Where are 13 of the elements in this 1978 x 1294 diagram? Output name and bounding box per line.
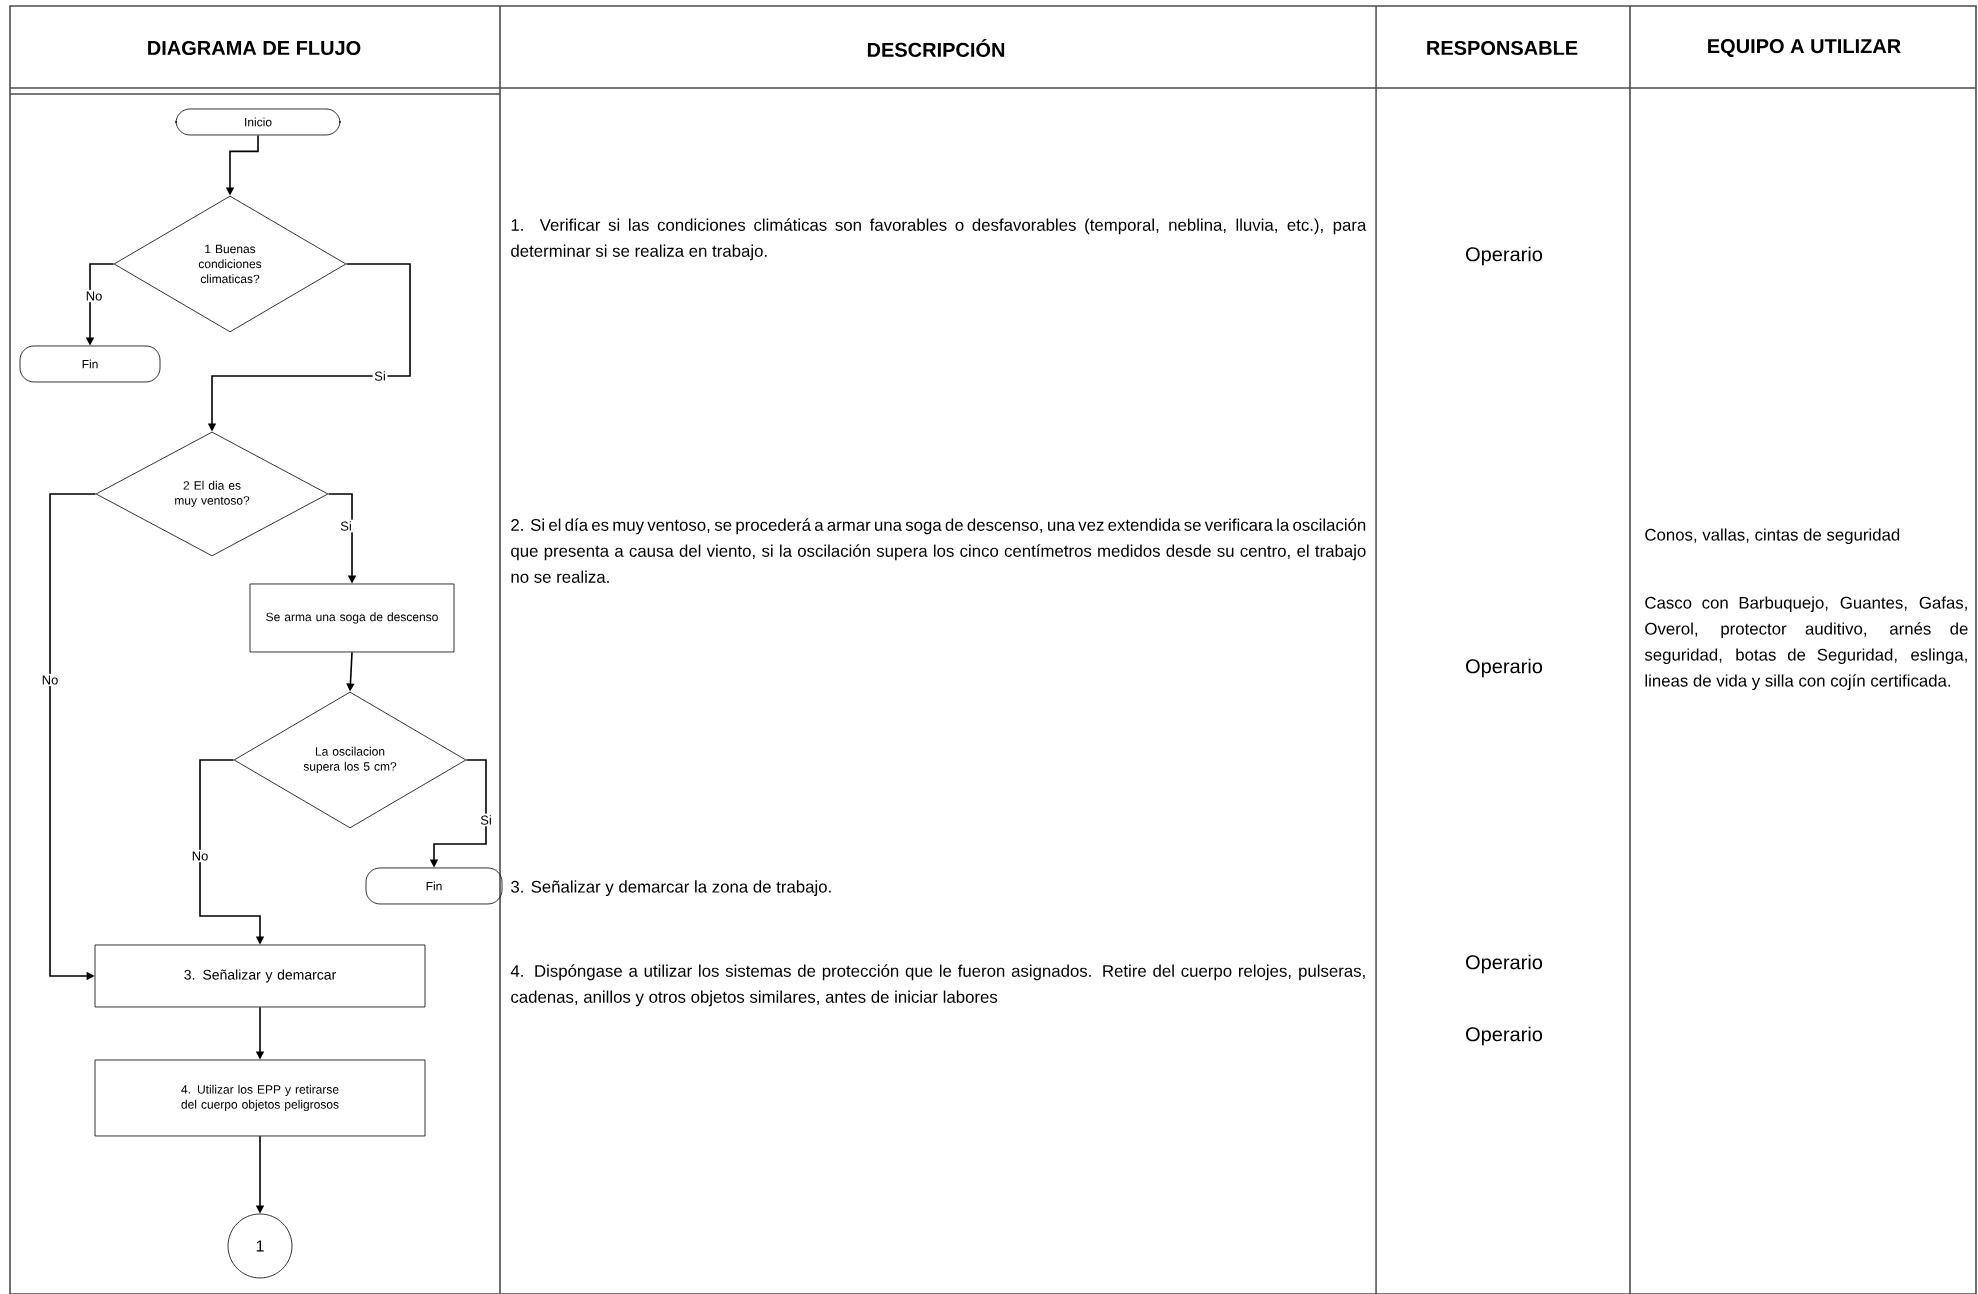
responsible-text: Operario <box>1466 246 1543 266</box>
responsible-text: Operario <box>1466 658 1543 678</box>
column-header: RESPONSABLE <box>1427 40 1578 56</box>
responsible-text: Operario <box>1466 1026 1543 1046</box>
responsible-text: Operario <box>1466 954 1543 974</box>
description-text: 2. Si el día es muy ventoso, se procederá a armar una soga de descenso, una vez extendida se verificara la oscilación que presenta a causa del viento, si la oscilación supera los cinco centímetros medidos desde su centro, el trabajo no se realiza. <box>511 518 1366 583</box>
equipment-text: Conos, vallas, cintas de seguridad <box>1645 528 1900 545</box>
column-header: DESCRIPCIÓN <box>867 39 1005 57</box>
column-header: EQUIPO A UTILIZAR <box>1708 39 1901 57</box>
description-text: 1. Verificar si las condiciones climáticas son favorables o desfavorables (temporal, neblina, lluvia, etc.), para determinar si se realiza en trabajo. <box>511 218 1367 261</box>
column-header: DIAGRAMA DE FLUJO <box>148 40 361 56</box>
description-text: 4. Dispóngase a utilizar los sistemas de protección que le fueron asignados. Retire del cuerpo relojes, pulseras, cadenas, anillos y otros objetos similares, antes de iniciar labores <box>510 964 1365 1007</box>
equipment-text: Casco con Barbuquejo, Guantes, Gafas, Overol, protector auditivo, arnés de seguridad, botas de Seguridad, eslinga, lineas de vida y silla con cojín certificada. <box>1644 596 1968 691</box>
